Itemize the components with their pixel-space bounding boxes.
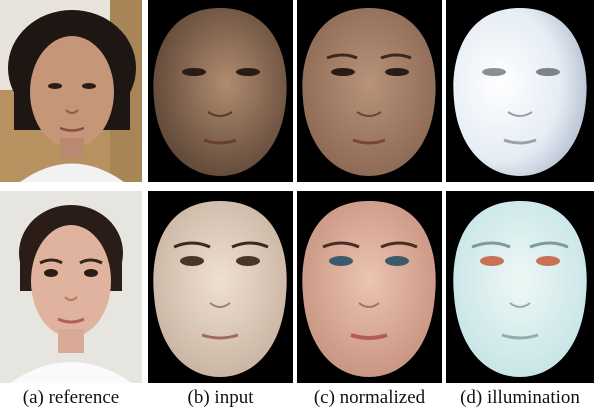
row2-reference-photo [0,191,142,383]
illumination-map-2-image [446,191,594,383]
normalized-face-1-image [297,0,442,182]
caption-input: (b) input [187,387,254,408]
illumination-map-1-image [446,0,594,182]
caption-normalized: (c) normalized [313,387,426,408]
reference-photo-1-image [0,0,142,182]
input-face-1-image [148,0,293,182]
normalized-face-2-image [297,191,442,383]
row2-illumination-map [446,191,594,383]
reference-photo-2-image [0,191,142,383]
row1-reference-photo [0,0,142,182]
row2-normalized-face [297,191,442,383]
row1-illumination-map [446,0,594,182]
caption-illumination: (d) illumination [460,387,580,408]
caption-reference: (a) reference [22,387,120,408]
row1-input-face [148,0,293,182]
row2-input-face [148,191,293,383]
row1-normalized-face [297,0,442,182]
input-face-2-image [148,191,293,383]
